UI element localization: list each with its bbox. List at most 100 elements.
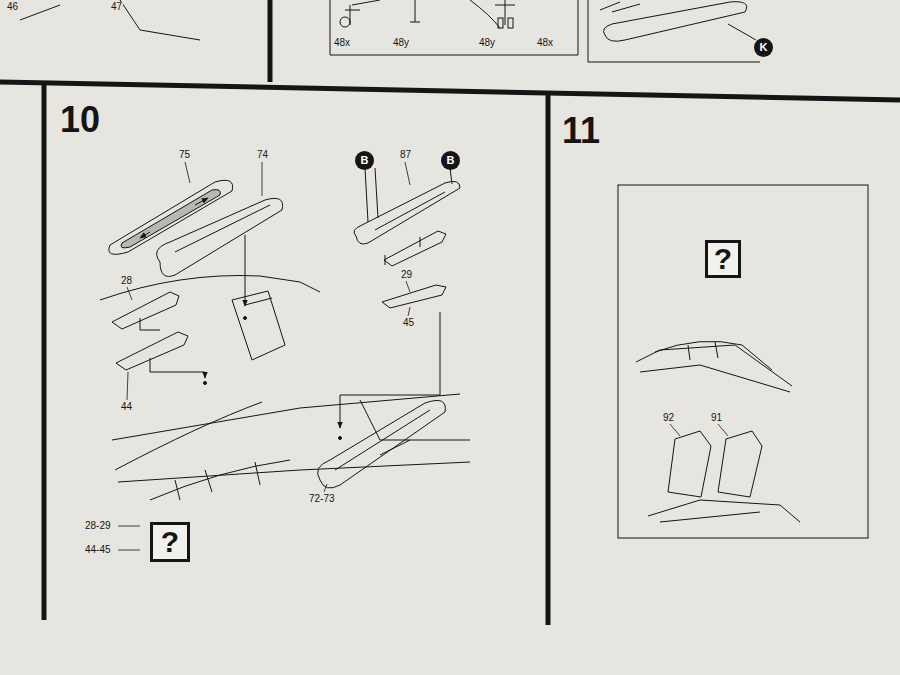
leader-line bbox=[118, 526, 140, 527]
part-drawing bbox=[318, 400, 446, 488]
leader-line bbox=[324, 484, 327, 492]
callout-number: 47 bbox=[110, 2, 123, 12]
top-strip-drawing bbox=[20, 0, 200, 40]
node-text: B bbox=[361, 155, 369, 166]
detail-drawing bbox=[668, 431, 711, 497]
top-strip-drawing bbox=[600, 2, 640, 12]
part-drawing bbox=[204, 382, 207, 385]
callout-number: 44 bbox=[120, 402, 133, 412]
top-strip-drawing bbox=[728, 24, 756, 40]
part-drawing bbox=[100, 168, 470, 500]
leader-line bbox=[118, 550, 140, 551]
node-text: B bbox=[447, 155, 455, 166]
part-drawing bbox=[115, 402, 290, 500]
part-drawing bbox=[340, 312, 440, 428]
part-drawing bbox=[195, 198, 208, 205]
leader-line bbox=[127, 372, 128, 400]
letter-marker: B bbox=[355, 151, 374, 170]
callout-number: 87 bbox=[399, 150, 412, 160]
part-drawing bbox=[339, 437, 342, 440]
panel-rule bbox=[0, 82, 900, 100]
part-drawing bbox=[175, 205, 270, 252]
part-drawing bbox=[245, 235, 246, 306]
part-drawing bbox=[150, 358, 205, 378]
leader-line bbox=[185, 162, 190, 183]
part-drawing bbox=[360, 400, 470, 440]
detail-drawing bbox=[636, 345, 792, 386]
part-drawing bbox=[157, 198, 283, 276]
detail-drawing bbox=[660, 512, 760, 522]
top-strip-drawing bbox=[330, 0, 578, 55]
detail-drawing bbox=[655, 341, 772, 370]
part-drawing bbox=[450, 168, 452, 184]
top-strip-drawing bbox=[340, 17, 350, 27]
part-drawing bbox=[175, 462, 260, 500]
callout-number: 75 bbox=[178, 150, 191, 160]
top-strip-drawing bbox=[604, 2, 747, 42]
callout-number: 28 bbox=[120, 276, 133, 286]
note-box: ? bbox=[150, 522, 190, 562]
callout-number: 46 bbox=[6, 2, 19, 12]
detail-drawing bbox=[688, 342, 718, 360]
detail-drawing bbox=[718, 431, 762, 497]
node-text: K bbox=[760, 42, 768, 53]
part-drawing bbox=[109, 180, 233, 254]
part-drawing bbox=[140, 232, 150, 238]
detail-drawing bbox=[648, 500, 800, 522]
step-panel: 10? B B bbox=[44, 88, 548, 620]
part-drawing bbox=[121, 190, 220, 248]
panel-rule bbox=[0, 0, 900, 625]
part-drawing bbox=[365, 168, 378, 222]
panel-rule bbox=[268, 0, 273, 82]
part-drawing bbox=[354, 181, 460, 244]
top-strip-drawing bbox=[20, 0, 760, 62]
top-strip-drawing bbox=[588, 0, 760, 62]
callout-number: 48x bbox=[536, 38, 554, 48]
node-text: ? bbox=[161, 527, 179, 557]
part-drawing bbox=[384, 231, 446, 266]
part-drawing bbox=[245, 282, 320, 305]
leader-line bbox=[405, 162, 410, 185]
top-strip-drawing bbox=[410, 0, 420, 22]
leader-line bbox=[408, 307, 410, 316]
top-strip-drawing bbox=[508, 18, 513, 28]
leader-line bbox=[406, 281, 410, 292]
part-drawing bbox=[375, 192, 445, 230]
callout-number: 92 bbox=[662, 413, 675, 423]
callout-number: 44-45 bbox=[84, 545, 112, 555]
leader-line bbox=[670, 424, 680, 436]
callout-number: 28-29 bbox=[84, 521, 112, 531]
node-text: ? bbox=[714, 244, 732, 274]
part-drawing bbox=[118, 462, 470, 482]
callout-number: 48x bbox=[333, 38, 351, 48]
part-drawing bbox=[112, 292, 179, 329]
leader-line bbox=[262, 162, 263, 196]
part-drawing bbox=[382, 285, 446, 308]
part-drawing bbox=[244, 317, 247, 320]
leader-line bbox=[127, 287, 132, 300]
node-text: 11 bbox=[562, 110, 600, 151]
top-strip-drawing bbox=[470, 0, 515, 28]
top-strip-drawing bbox=[498, 18, 503, 28]
callout-number: 91 bbox=[710, 413, 723, 423]
part-drawing bbox=[112, 394, 460, 440]
detail-drawing bbox=[640, 365, 790, 392]
callout-number: 48y bbox=[478, 38, 496, 48]
node-text: 10 bbox=[60, 99, 100, 140]
leader-line bbox=[718, 424, 728, 436]
panel-rule bbox=[546, 93, 551, 625]
part-drawing bbox=[140, 318, 160, 330]
callout-number: 48y bbox=[392, 38, 410, 48]
step-panel: 11? bbox=[548, 97, 900, 620]
callout-number: 29 bbox=[400, 270, 413, 280]
detail-drawing bbox=[618, 185, 868, 538]
note-box: ? bbox=[705, 240, 741, 278]
panel-rule bbox=[42, 84, 47, 620]
callout-number: 45 bbox=[402, 318, 415, 328]
detail-drawing bbox=[618, 185, 868, 538]
leader-line bbox=[118, 162, 728, 550]
part-drawing bbox=[116, 332, 188, 370]
letter-marker: B bbox=[441, 151, 460, 170]
